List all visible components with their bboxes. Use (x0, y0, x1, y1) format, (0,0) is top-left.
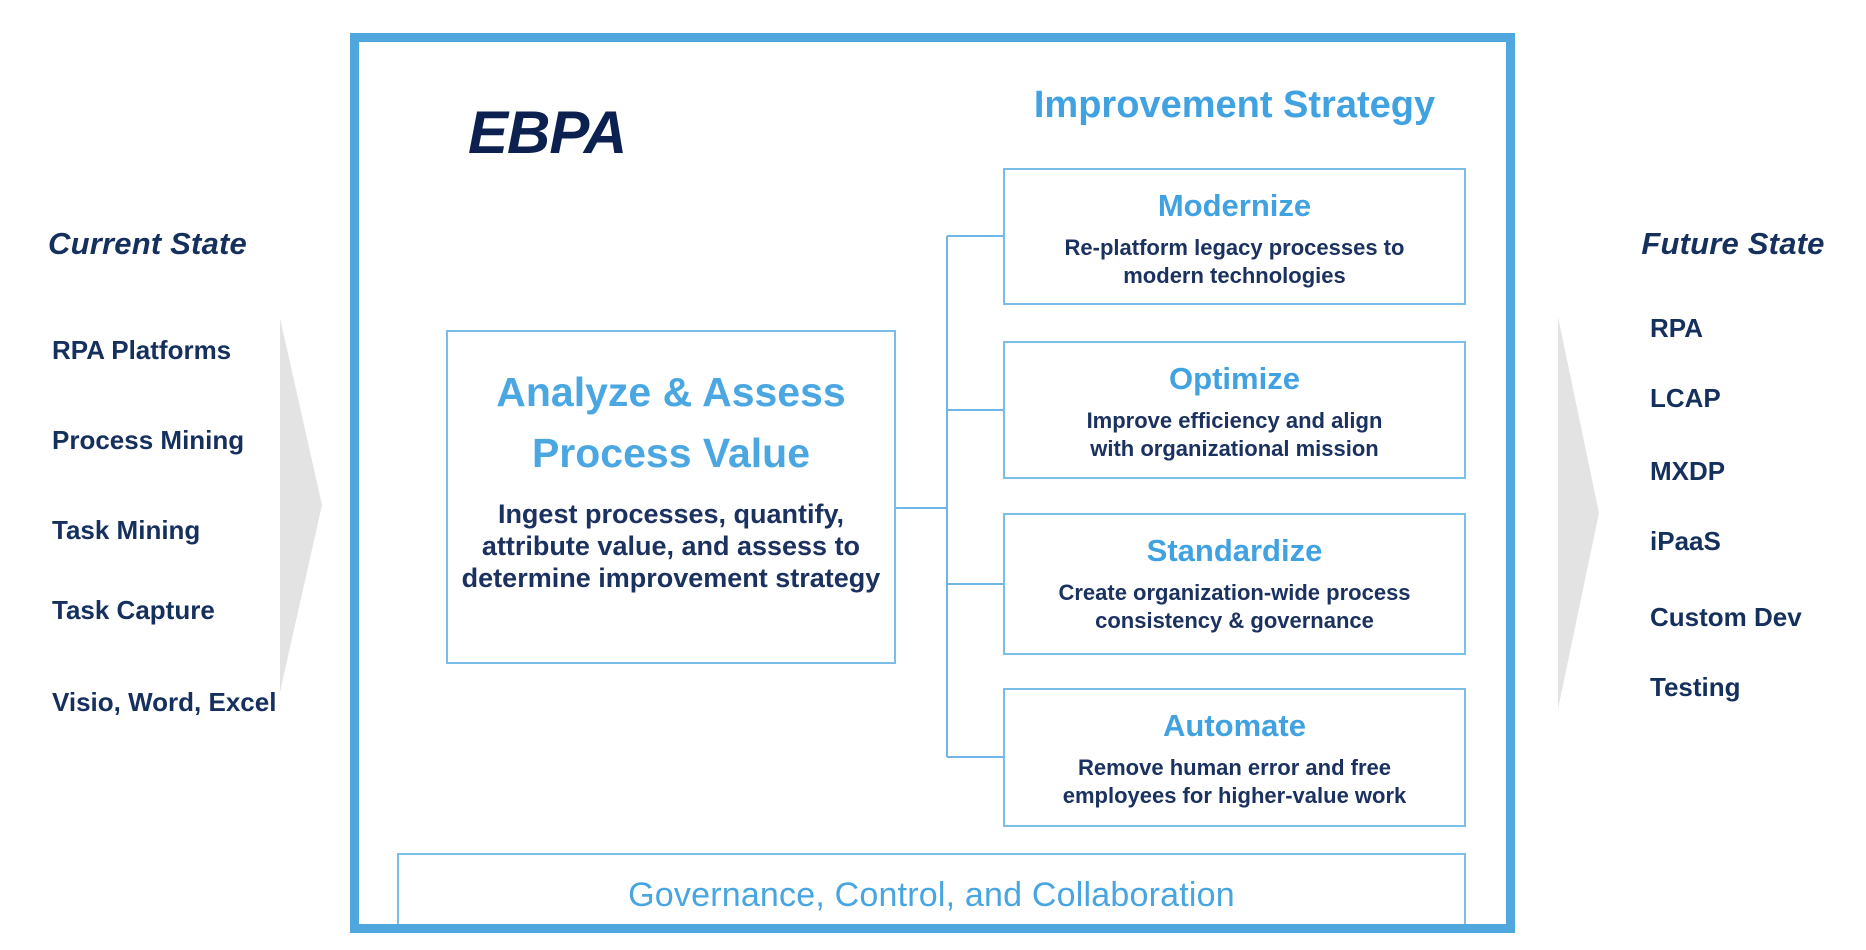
analyze-assess-box: Analyze & Assess Process Value Ingest pr… (446, 330, 896, 664)
optimize-desc-line: with organizational mission (1090, 436, 1379, 461)
modernize-box: Modernize Re-platform legacy processes t… (1003, 168, 1466, 305)
analyze-assess-title: Analyze & Assess Process Value (448, 362, 894, 484)
optimize-box: Optimize Improve efficiency and align wi… (1003, 341, 1466, 479)
modernize-desc-line: modern technologies (1123, 263, 1346, 288)
future-state-item: MXDP (1650, 456, 1726, 486)
future-state-item: LCAP (1650, 383, 1721, 413)
automate-desc-line: employees for higher-value work (1062, 783, 1407, 808)
governance-label: Governance, Control, and Collaboration (628, 876, 1235, 914)
current-state-item: Visio, Word, Excel (52, 687, 277, 717)
current-state-item: Task Mining (52, 515, 201, 545)
automate-desc-line: Remove human error and free (1078, 755, 1391, 780)
current-state-item: Task Capture (52, 595, 215, 625)
current-to-ebpa-arrow-icon (280, 318, 322, 692)
governance-bar: Governance, Control, and Collaboration (397, 853, 1466, 932)
analyze-title-line: Analyze & Assess (496, 369, 846, 415)
standardize-desc-line: Create organization-wide process (1058, 580, 1411, 605)
future-state-item: Testing (1650, 672, 1741, 702)
analyze-desc-line: attribute value, and assess to (481, 531, 861, 561)
automate-title: Automate (1163, 708, 1306, 743)
current-state-item: RPA Platforms (52, 335, 232, 365)
automate-description: Remove human error and free employees fo… (1005, 754, 1464, 810)
analyze-assess-description: Ingest processes, quantify, attribute va… (448, 498, 894, 594)
ebpa-title: EBPA (468, 99, 627, 166)
improvement-strategy-header: Improvement Strategy (1033, 84, 1436, 126)
future-state-item: Custom Dev (1650, 602, 1802, 632)
analyze-desc-line: Ingest processes, quantify, (497, 499, 845, 529)
optimize-title: Optimize (1169, 361, 1300, 396)
standardize-box: Standardize Create organization-wide pro… (1003, 513, 1466, 655)
modernize-title: Modernize (1157, 188, 1312, 223)
optimize-desc-line: Improve efficiency and align (1086, 408, 1383, 433)
current-state-header: Current State (48, 226, 247, 261)
ebpa-to-future-arrow-icon (1558, 317, 1599, 709)
modernize-description: Re-platform legacy processes to modern t… (1005, 234, 1464, 290)
future-state-item: RPA (1650, 313, 1703, 343)
standardize-title: Standardize (1146, 533, 1323, 568)
automate-box: Automate Remove human error and free emp… (1003, 688, 1466, 827)
future-state-item: iPaaS (1650, 526, 1721, 556)
modernize-desc-line: Re-platform legacy processes to (1064, 235, 1405, 260)
current-state-item: Process Mining (52, 425, 245, 455)
analyze-title-line: Process Value (531, 430, 811, 476)
future-state-header: Future State (1641, 226, 1825, 261)
standardize-desc-line: consistency & governance (1095, 608, 1374, 633)
optimize-description: Improve efficiency and align with organi… (1005, 407, 1464, 463)
analyze-desc-line: determine improvement strategy (461, 563, 881, 593)
standardize-description: Create organization-wide process consist… (1005, 579, 1464, 635)
